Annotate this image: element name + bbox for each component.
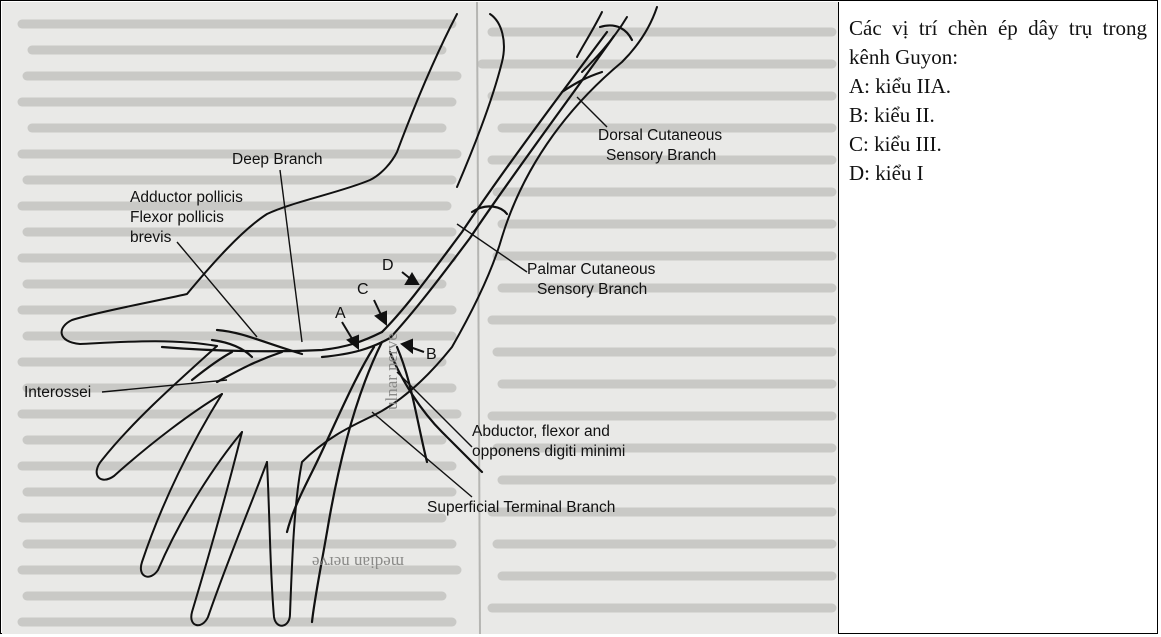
caption-item-a: A: kiểu IIA.: [849, 72, 1147, 101]
label-abductor-line1: Abductor, flexor and: [472, 423, 610, 440]
figure-caption: Các vị trí chèn ép dây trụ trong kênh Gu…: [839, 2, 1157, 188]
hand-nerve-diagram: ulnar nerve median nerve Deep Branch Add…: [2, 2, 838, 634]
label-adductor-line1: Adductor pollicis: [130, 189, 243, 206]
page-gutter: [477, 2, 480, 634]
figure-cell: ulnar nerve median nerve Deep Branch Add…: [2, 2, 839, 634]
caption-cell: Các vị trí chèn ép dây trụ trong kênh Gu…: [839, 2, 1157, 634]
caption-intro: Các vị trí chèn ép dây trụ trong kênh Gu…: [849, 14, 1147, 72]
background-text-texture: [22, 24, 832, 622]
label-abductor-line2: opponens digiti minimi: [472, 443, 625, 460]
label-dorsal-line1: Dorsal Cutaneous: [598, 127, 722, 144]
label-superficial-terminal-branch: Superficial Terminal Branch: [427, 499, 615, 516]
label-adductor-line2: Flexor pollicis: [130, 209, 224, 226]
label-dorsal-line2: Sensory Branch: [606, 147, 716, 164]
label-interossei: Interossei: [24, 384, 91, 401]
label-palmar-line2: Sensory Branch: [537, 281, 647, 298]
label-site-a: A: [335, 305, 346, 322]
caption-item-b: B: kiểu II.: [849, 101, 1147, 130]
label-palmar-line1: Palmar Cutaneous: [527, 261, 656, 278]
caption-item-c: C: kiểu III.: [849, 130, 1147, 159]
label-site-d: D: [382, 257, 394, 274]
label-site-c: C: [357, 281, 369, 298]
caption-item-d: D: kiểu I: [849, 159, 1147, 188]
label-deep-branch: Deep Branch: [232, 151, 322, 168]
label-site-b: B: [426, 346, 437, 363]
ghost-label-ulnar-nerve: ulnar nerve: [382, 333, 401, 410]
label-adductor-line3: brevis: [130, 229, 172, 246]
ghost-label-median-nerve: median nerve: [312, 553, 404, 572]
